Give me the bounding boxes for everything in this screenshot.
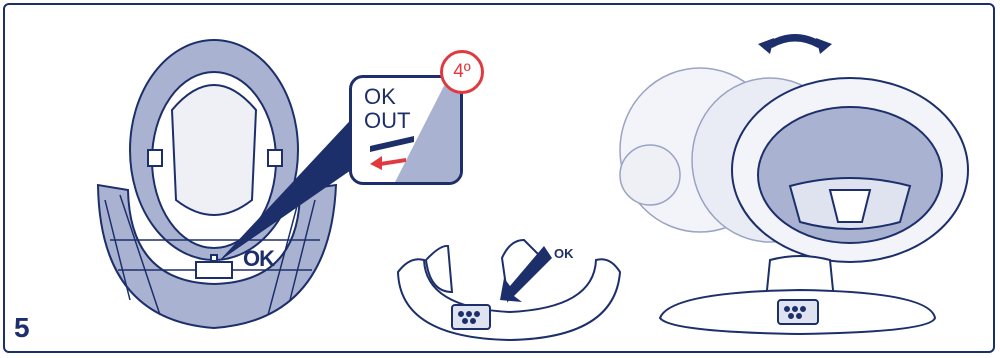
swing-base-right xyxy=(660,256,935,334)
seat-shell-left xyxy=(130,40,298,260)
ok-label-center: OK xyxy=(554,246,574,261)
callout-box: OK OUT xyxy=(349,75,463,185)
swing-seat-right xyxy=(732,78,968,262)
step-number: 5 xyxy=(14,312,30,344)
rotate-arrow xyxy=(758,34,832,54)
callout-ok-text: OK xyxy=(364,84,396,110)
ok-label-left: OK xyxy=(243,246,274,272)
rotation-angle-badge: 4º xyxy=(440,50,484,94)
callout-out-text: OUT xyxy=(364,108,410,134)
